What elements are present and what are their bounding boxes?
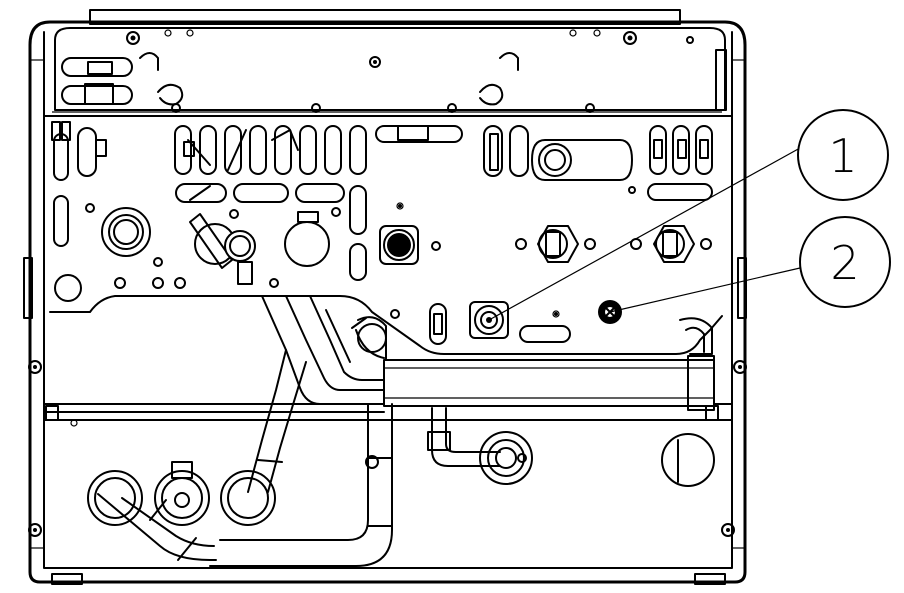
pipe-module [43, 316, 733, 427]
callout-2-label: 2 [830, 236, 859, 290]
callout-1-label: 1 [828, 129, 857, 183]
upper-fittings [54, 207, 712, 302]
callout-2: 2 [609, 216, 891, 313]
lower-valves [87, 431, 715, 526]
mounting-plate [51, 121, 713, 281]
callout-1: 1 [488, 109, 889, 321]
top-panel [43, 27, 733, 117]
connection-plate [28, 295, 747, 537]
boiler-casing [23, 9, 747, 585]
pipework [97, 295, 501, 567]
